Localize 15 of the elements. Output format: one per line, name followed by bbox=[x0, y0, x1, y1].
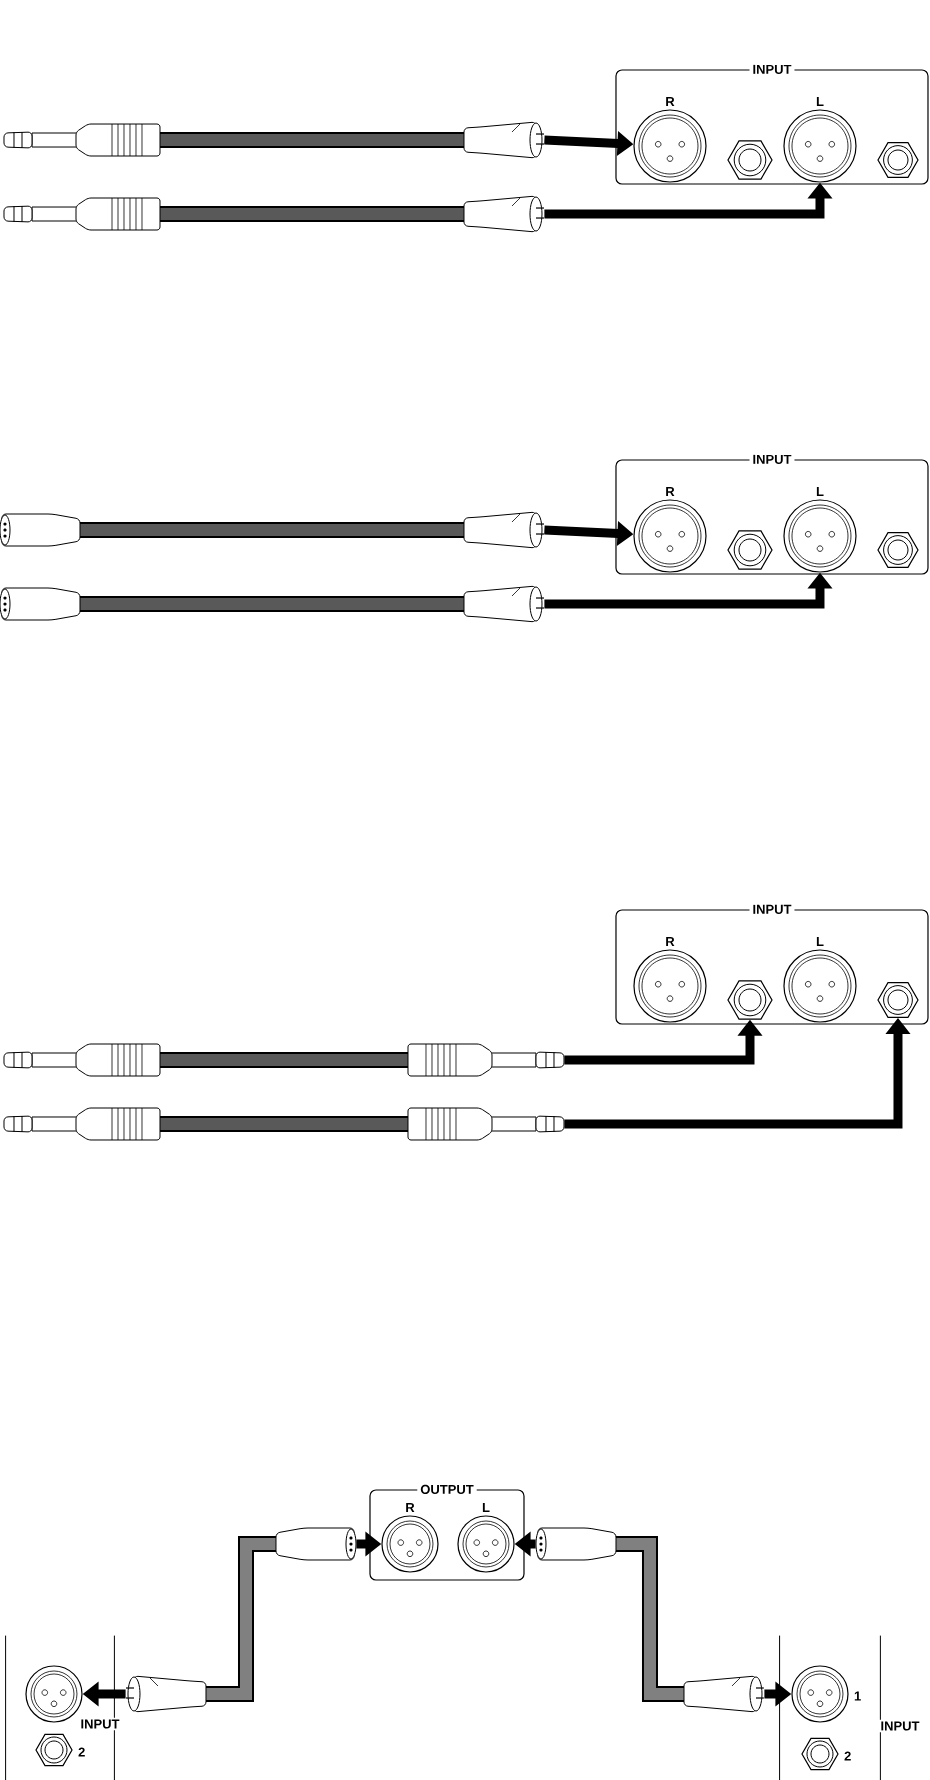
cable bbox=[535, 1527, 765, 1713]
jack-socket bbox=[727, 980, 773, 1020]
cable bbox=[0, 585, 545, 623]
cable bbox=[3, 1043, 565, 1077]
cable bbox=[0, 511, 545, 549]
jack-socket bbox=[727, 140, 773, 180]
cable bbox=[3, 195, 545, 233]
jack-socket bbox=[877, 982, 919, 1018]
jack-socket bbox=[727, 530, 773, 570]
cable bbox=[3, 1107, 565, 1141]
xlr-socket bbox=[25, 1665, 83, 1723]
cable bbox=[3, 121, 545, 159]
jack-socket bbox=[877, 532, 919, 568]
cable bbox=[125, 1527, 357, 1713]
jack-socket bbox=[877, 142, 919, 178]
